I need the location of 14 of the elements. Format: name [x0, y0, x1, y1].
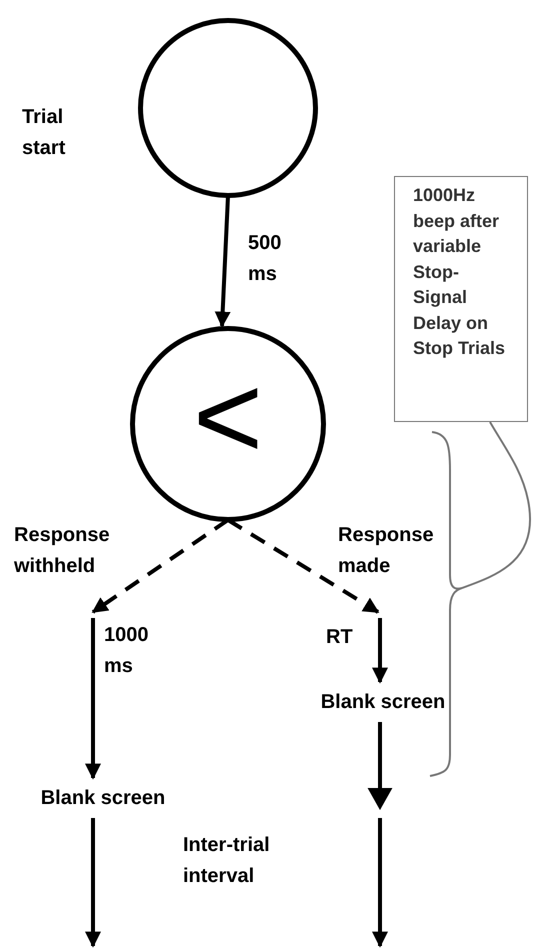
- interval-label: Inter-trial interval: [183, 833, 271, 889]
- node-label: Blank screen: [320, 690, 446, 714]
- arrow: [372, 618, 388, 684]
- less-than-symbol: <: [192, 357, 264, 477]
- arrow: [369, 720, 392, 948]
- arrow: [85, 818, 101, 948]
- trial-start-circle: [138, 18, 318, 198]
- callout-box: [394, 176, 528, 422]
- stimulus-circle: [130, 326, 326, 522]
- arrow: [85, 618, 101, 780]
- node-label: Blank screen: [40, 786, 166, 810]
- arrow: [214, 196, 231, 328]
- callout-text: 1000Hz beep after variable Stop-Signal Delay on Stop Trials: [413, 184, 506, 360]
- node-caption: Trial start: [22, 105, 66, 161]
